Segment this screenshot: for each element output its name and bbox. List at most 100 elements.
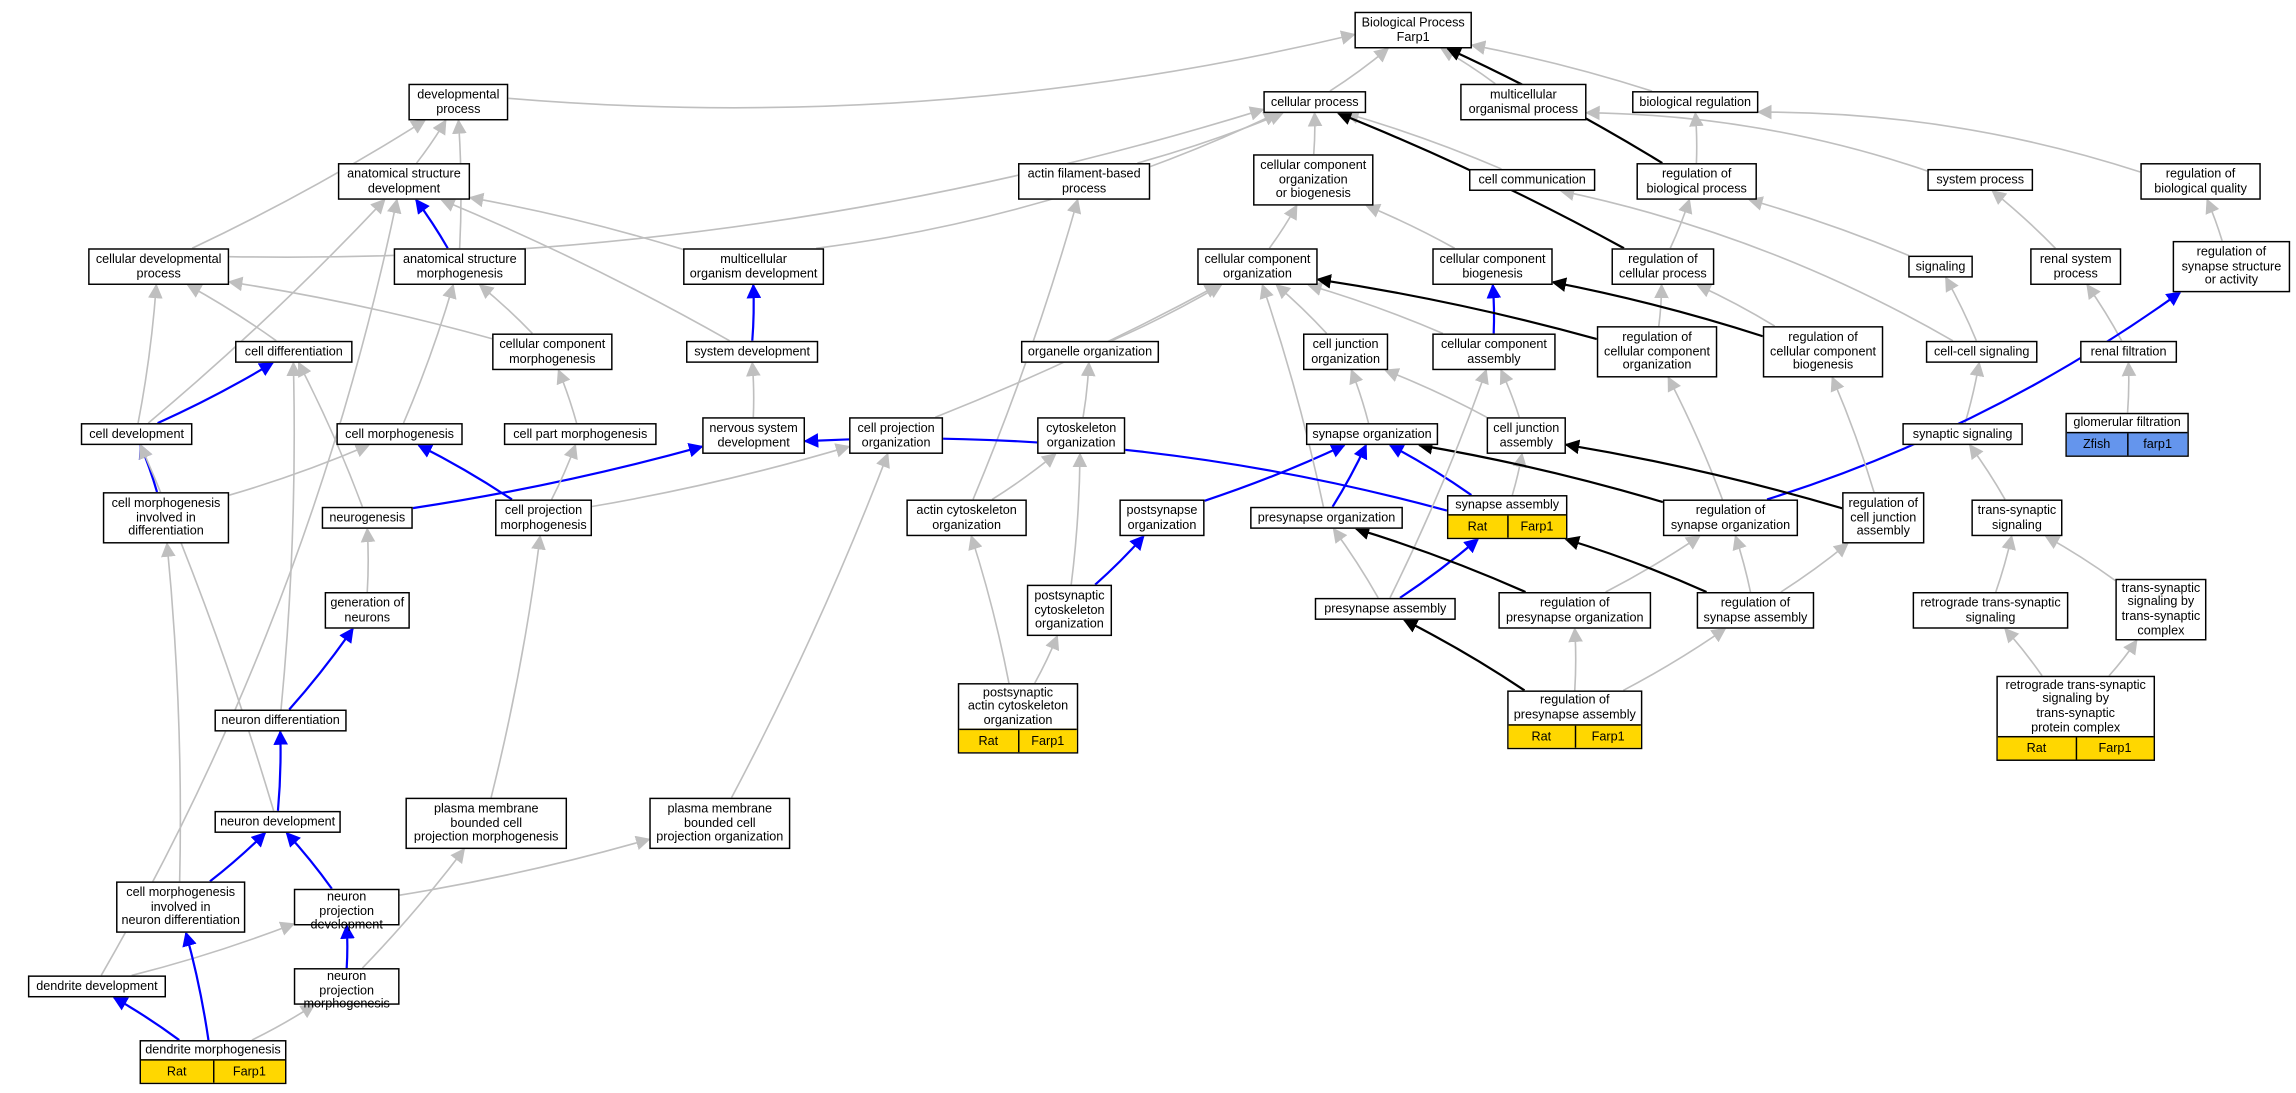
go-term-label-line: cell junction	[1312, 336, 1379, 351]
go-term-node-cellpart[interactable]: cell part morphogenesis	[503, 423, 657, 446]
gene-label: Farp1	[212, 1060, 285, 1083]
go-term-node-renalfilt[interactable]: renal filtration	[2080, 340, 2178, 363]
edge-regsynorg-to-synorg	[1417, 440, 1664, 504]
go-term-node-cellcomm[interactable]: cell communication	[1469, 168, 1596, 191]
go-term-node-bioreg[interactable]: biological regulation	[1632, 91, 1759, 114]
go-term-node-dendev[interactable]: dendrite development	[27, 975, 166, 998]
go-term-label: cell differentiation	[237, 342, 352, 361]
go-term-label-line: synaptic signaling	[1912, 425, 2013, 441]
go-term-node-neurdiff[interactable]: neuron differentiation	[214, 709, 347, 732]
go-term-node-celldev[interactable]: cell development	[80, 423, 193, 446]
go-term-node-neurogen[interactable]: neurogenesis	[321, 506, 413, 529]
go-term-node-neurdevel[interactable]: neuron development	[214, 810, 341, 833]
go-term-node-sysproc[interactable]: system process	[1927, 168, 2034, 191]
go-term-node-sysdev[interactable]: system development	[686, 340, 819, 363]
go-term-label-line: biological regulation	[1639, 93, 1752, 109]
go-term-node-cellmorphog[interactable]: cell morphogenesis	[336, 423, 463, 446]
go-term-label-line: regulation of	[1720, 594, 1791, 610]
go-term-label-line: trans-synaptic	[2121, 579, 2201, 595]
go-term-node-celldiff[interactable]: cell differentiation	[235, 340, 353, 363]
go-term-label: synaptic signaling	[1904, 425, 2022, 444]
go-term-node-cellcell[interactable]: cell-cell signaling	[1925, 340, 2038, 363]
go-term-node-presynasm[interactable]: presynapse assembly	[1314, 597, 1456, 620]
species-label: Rat	[166, 1063, 187, 1078]
go-term-label-line: cellular component	[1440, 336, 1547, 351]
go-term-label-line: trans-synaptic	[2121, 608, 2201, 623]
go-term-label-line: renal system	[2039, 251, 2112, 266]
go-term-label-line: anatomical structure	[402, 251, 517, 266]
go-term-node-synsig[interactable]: synaptic signaling	[1902, 423, 2023, 446]
edge-celldev-to-anatdev	[147, 198, 386, 424]
go-term-label-line: morphogenesis	[509, 350, 596, 366]
go-term-label-line: cell communication	[1478, 171, 1586, 187]
go-term-label-line: multicellular	[1490, 86, 1557, 102]
go-term-node-organelle[interactable]: organelle organization	[1020, 340, 1160, 363]
edge-postsynactin-to-actincyto	[968, 534, 1010, 684]
go-term-node-signaling[interactable]: signaling	[1908, 255, 1973, 278]
edge-celljuncasm-to-ccassembly	[1499, 368, 1521, 418]
go-term-label-line: organization	[1223, 265, 1292, 280]
go-term-node-presynorg[interactable]: presynapse organization	[1250, 506, 1403, 529]
edge-transsyn-to-synsig	[1968, 443, 2006, 500]
go-term-node-cellproc[interactable]: cellular process	[1263, 91, 1367, 114]
go-term-label-line: regulation of	[1695, 502, 1766, 517]
go-term-node-synorg[interactable]: synapse organization	[1305, 423, 1439, 446]
